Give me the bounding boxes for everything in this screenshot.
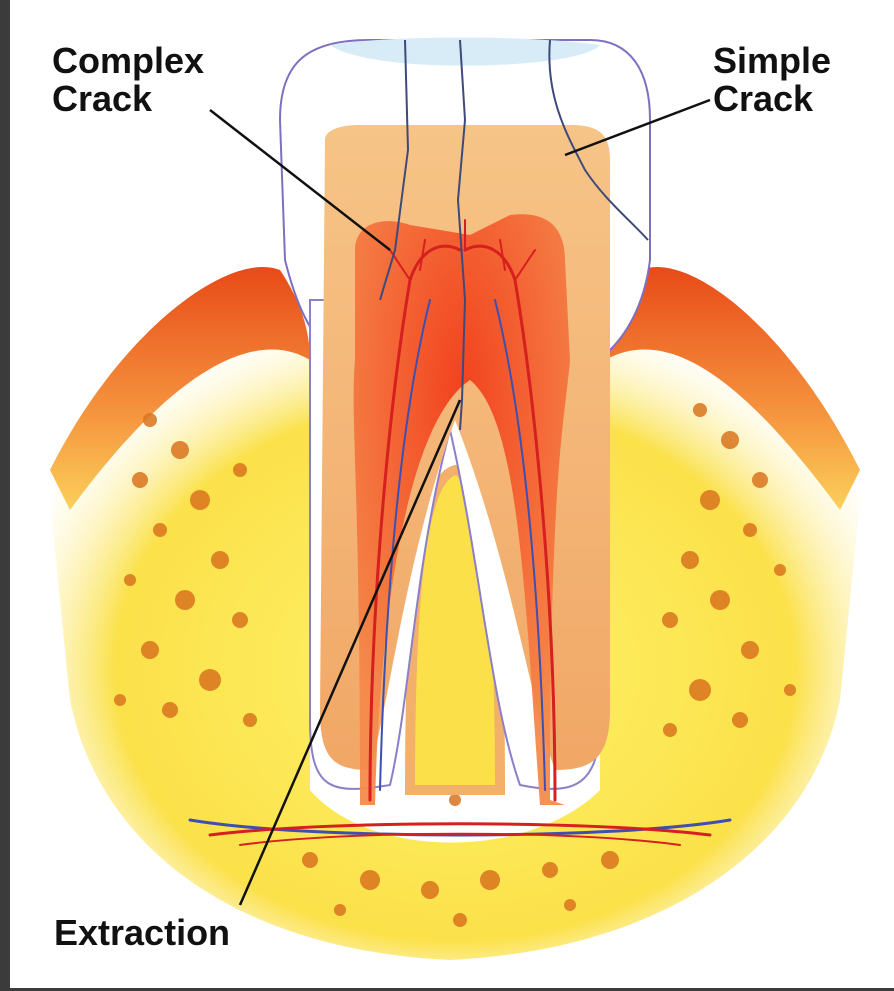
simple-crack-label: Simple Crack bbox=[713, 42, 831, 118]
complex-crack-label-line1: Complex bbox=[52, 42, 204, 80]
tooth-cross-section bbox=[10, 0, 894, 988]
complex-crack-label: Complex Crack bbox=[52, 42, 204, 118]
simple-crack-label-line1: Simple bbox=[713, 42, 831, 80]
extraction-label: Extraction bbox=[54, 914, 230, 952]
diagram-frame: Complex Crack Simple Crack Extraction bbox=[10, 0, 894, 988]
complex-crack-label-line2: Crack bbox=[52, 80, 204, 118]
simple-crack-label-line2: Crack bbox=[713, 80, 831, 118]
